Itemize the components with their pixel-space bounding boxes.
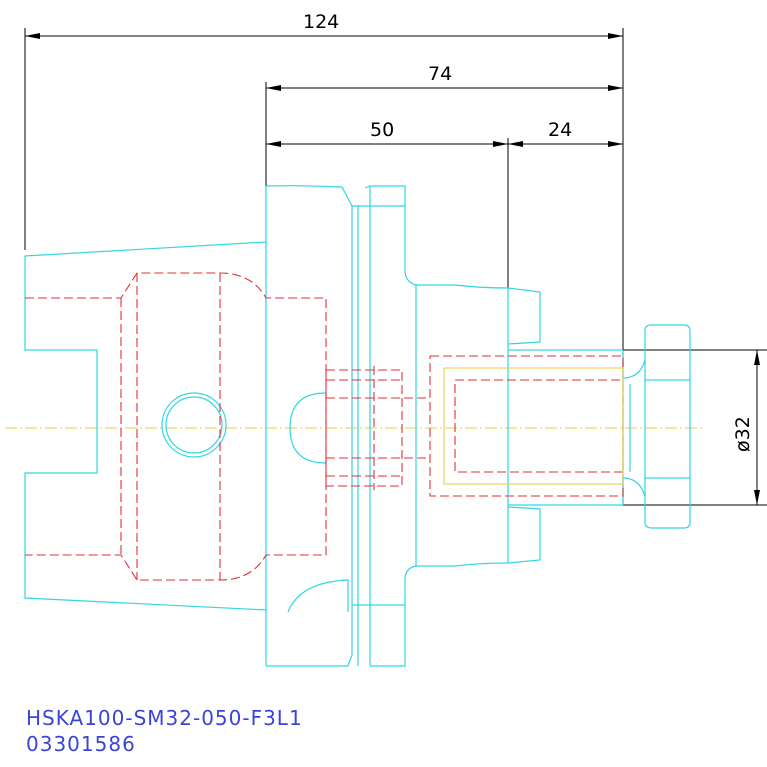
part-number: 03301586 xyxy=(26,732,136,756)
dim-diameter: ø32 xyxy=(732,416,754,452)
dim-length-50: 50 xyxy=(370,119,394,141)
dim-length-24: 24 xyxy=(548,119,572,141)
thread-lines xyxy=(443,367,624,485)
part-name: HSKA100-SM32-050-F3L1 xyxy=(26,706,303,730)
dimension-lines xyxy=(24,28,767,506)
dim-length-74: 74 xyxy=(428,63,452,85)
hidden-lines xyxy=(25,272,624,581)
dim-overall-length: 124 xyxy=(303,11,339,33)
part-outline xyxy=(24,185,691,667)
